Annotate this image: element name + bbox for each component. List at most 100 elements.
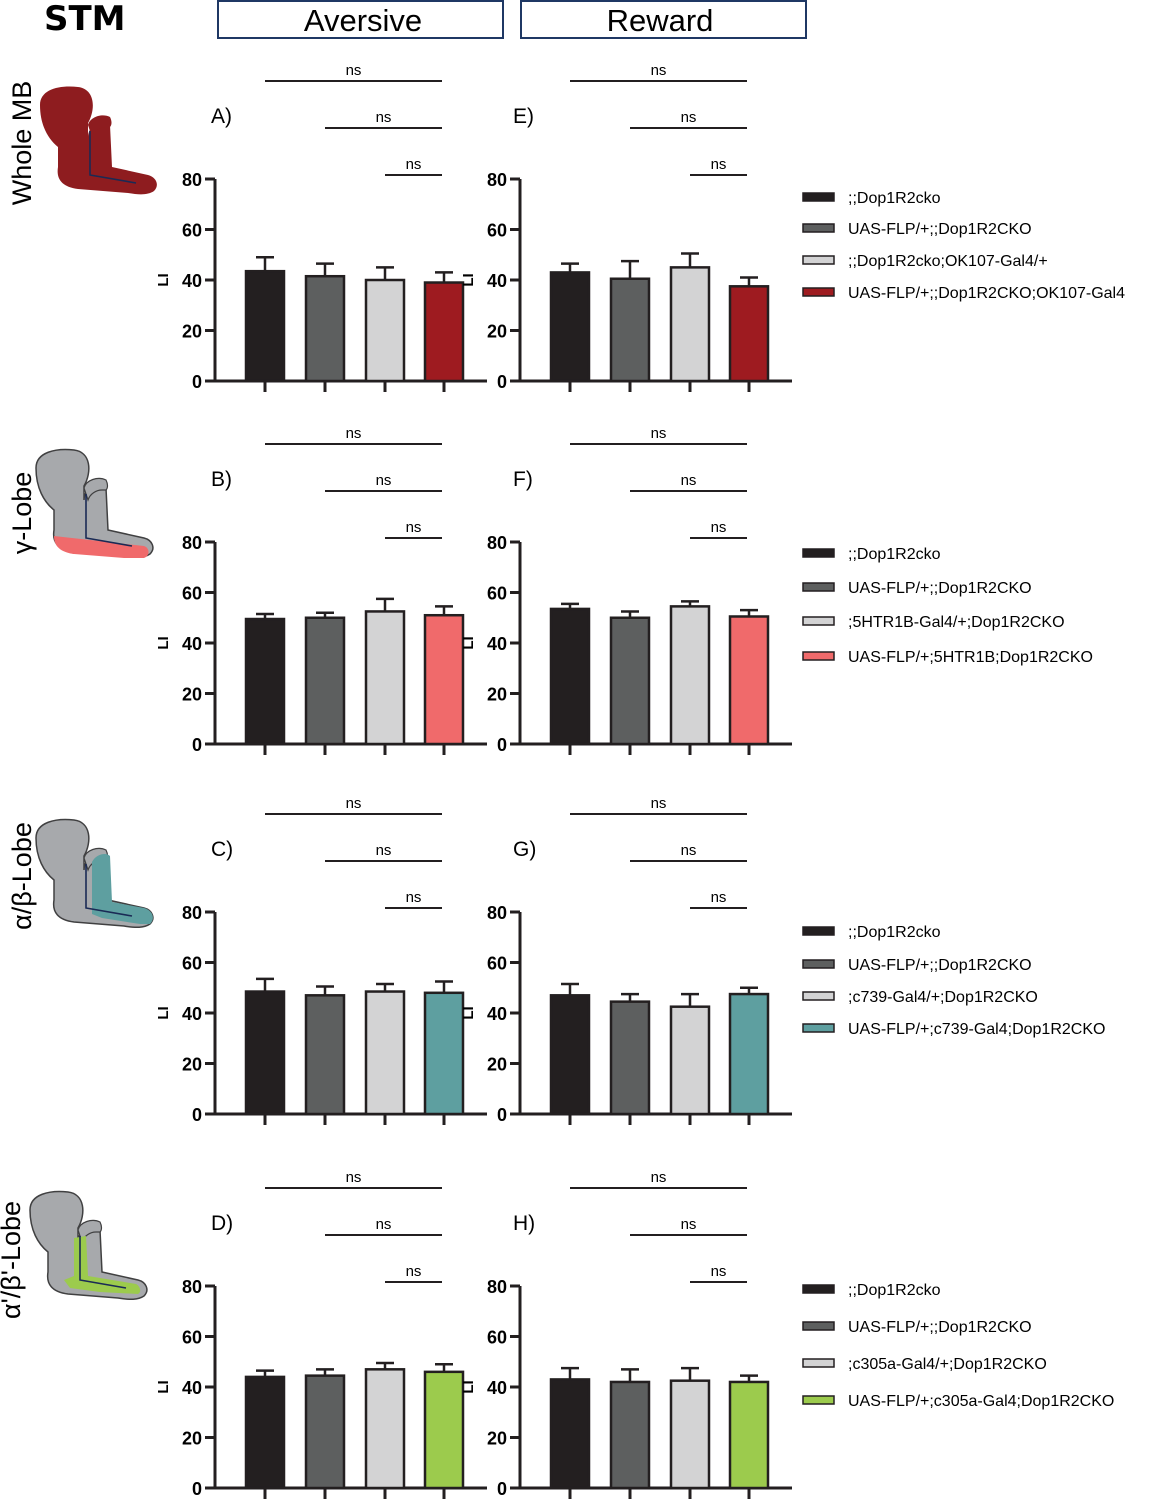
significance-label: ns <box>406 156 422 173</box>
y-tick-label: 80 <box>182 533 202 553</box>
significance-label: ns <box>346 62 362 79</box>
y-axis-label: LI <box>155 1380 172 1393</box>
legend-label: ;;Dop1R2cko <box>848 924 941 941</box>
legend-swatch <box>802 991 835 1001</box>
bar <box>244 1375 286 1490</box>
significance-label: ns <box>346 1169 362 1186</box>
legend: ;;Dop1R2ckoUAS-FLP/+;;Dop1R2CKO;;Dop1R2c… <box>802 190 1125 302</box>
panel-letter: A) <box>211 105 232 128</box>
y-tick-label: 0 <box>497 372 507 392</box>
significance-label: ns <box>681 109 697 126</box>
y-tick-label: 80 <box>487 1277 507 1297</box>
bar <box>669 1379 711 1490</box>
y-tick-label: 60 <box>182 954 202 974</box>
legend-swatch <box>802 959 835 969</box>
y-tick-label: 20 <box>182 1429 202 1449</box>
significance-label: ns <box>376 1216 392 1233</box>
bar <box>609 1380 651 1490</box>
legend: ;;Dop1R2ckoUAS-FLP/+;;Dop1R2CKO;c739-Gal… <box>802 924 1105 1038</box>
gamma-lobe-highlight <box>54 536 149 558</box>
mushroom-body-outline <box>35 448 154 559</box>
bar <box>549 607 591 746</box>
y-tick-label: 80 <box>487 170 507 190</box>
mushroom-body-outline <box>40 86 157 195</box>
significance-label: ns <box>651 425 667 442</box>
y-tick-label: 0 <box>192 1479 202 1499</box>
y-axis-label: LI <box>460 273 477 286</box>
mushroom-body-outline <box>29 1190 148 1301</box>
legend-label: UAS-FLP/+;;Dop1R2CKO <box>848 580 1032 597</box>
y-tick-label: 60 <box>487 1328 507 1348</box>
legend-label: UAS-FLP/+;;Dop1R2CKO;OK107-Gal4 <box>848 285 1125 302</box>
mushroom-body-lobe-tip <box>83 477 109 502</box>
legend-label: ;;Dop1R2cko;OK107-Gal4/+ <box>848 253 1048 270</box>
bar <box>728 992 770 1116</box>
y-tick-label: 20 <box>182 685 202 705</box>
significance-label: ns <box>651 795 667 812</box>
y-tick-label: 40 <box>182 1004 202 1024</box>
y-tick-label: 40 <box>487 1004 507 1024</box>
panel-letter: C) <box>211 838 233 861</box>
bar <box>423 281 465 383</box>
legend-label: UAS-FLP/+;;Dop1R2CKO <box>848 957 1032 974</box>
y-tick-label: 80 <box>182 170 202 190</box>
mushroom-body-channel-line <box>85 864 133 917</box>
y-axis-label: LI <box>460 1380 477 1393</box>
bar <box>364 1368 406 1490</box>
significance-label: ns <box>651 1169 667 1186</box>
bar <box>669 1005 711 1116</box>
row-label: Whole MB <box>7 81 37 206</box>
panel-letter: G) <box>513 838 536 861</box>
bar <box>669 605 711 746</box>
y-tick-label: 0 <box>192 735 202 755</box>
significance-label: ns <box>406 1263 422 1280</box>
alpha-beta-lobe-highlight <box>92 854 153 924</box>
legend-label: ;;Dop1R2cko <box>848 1282 941 1299</box>
significance-label: ns <box>681 1216 697 1233</box>
bar <box>244 617 286 746</box>
mushroom-body-icons <box>29 86 157 1301</box>
bar <box>728 285 770 383</box>
figure-title: STM <box>44 0 126 39</box>
y-tick-label: 40 <box>182 634 202 654</box>
mushroom-body-whole-icon <box>40 86 157 195</box>
bar <box>609 1000 651 1116</box>
legend-swatch <box>802 1284 835 1294</box>
column-header-box-aversive <box>217 0 504 39</box>
legend-label: ;5HTR1B-Gal4/+;Dop1R2CKO <box>848 614 1065 631</box>
mushroom-body-channel-line <box>85 494 133 547</box>
y-tick-label: 40 <box>487 1378 507 1398</box>
significance-label: ns <box>406 519 422 536</box>
y-tick-label: 20 <box>487 1055 507 1075</box>
y-tick-label: 0 <box>192 372 202 392</box>
bar <box>609 277 651 383</box>
y-tick-label: 80 <box>487 533 507 553</box>
y-axis-label: LI <box>155 273 172 286</box>
row-label: α/β-Lobe <box>7 822 37 930</box>
y-tick-label: 0 <box>497 1105 507 1125</box>
y-axis-label: LI <box>155 1006 172 1019</box>
bar <box>609 616 651 746</box>
y-axis-label: LI <box>460 1006 477 1019</box>
legend-label: UAS-FLP/+;;Dop1R2CKO <box>848 221 1032 238</box>
bar <box>304 1374 346 1490</box>
legend-swatch <box>802 287 835 297</box>
mushroom-body-alpha-beta-lobe-icon <box>35 818 154 929</box>
mushroom-body-alpha-prime-beta-prime-lobe-icon <box>29 1190 148 1301</box>
legend-label: UAS-FLP/+;c739-Gal4;Dop1R2CKO <box>848 1021 1105 1038</box>
mushroom-body-gamma-lobe-icon <box>35 448 154 559</box>
significance-label: ns <box>346 795 362 812</box>
panel-letter: F) <box>513 468 533 491</box>
bar <box>549 1378 591 1490</box>
y-tick-label: 60 <box>182 584 202 604</box>
significance-label: ns <box>651 62 667 79</box>
legend-label: ;;Dop1R2cko <box>848 546 941 563</box>
y-tick-label: 20 <box>487 685 507 705</box>
legend: ;;Dop1R2ckoUAS-FLP/+;;Dop1R2CKO;c305a-Ga… <box>802 1282 1114 1410</box>
bar <box>364 610 406 746</box>
significance-label: ns <box>376 472 392 489</box>
